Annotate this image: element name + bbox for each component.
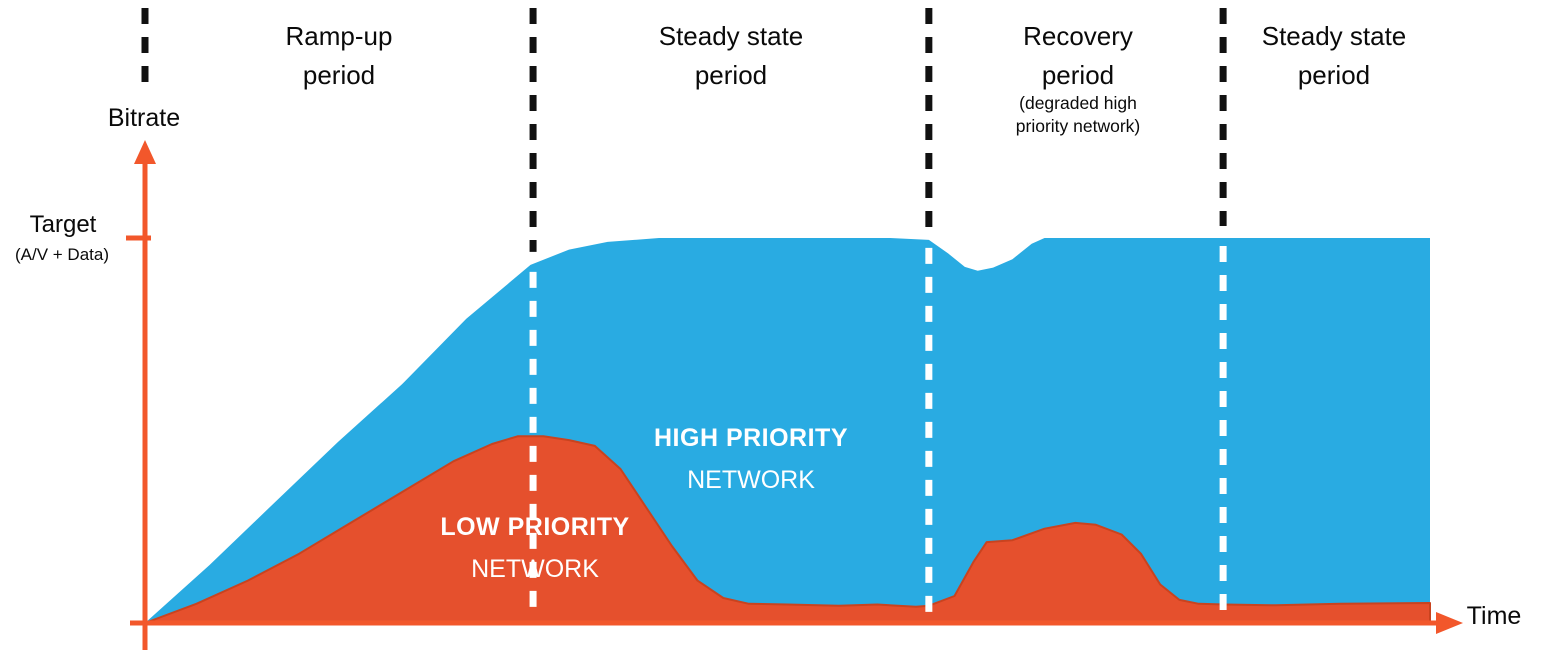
- high-priority-network-label: HIGH PRIORITY NETWORK: [654, 417, 848, 501]
- low-priority-network-label-line2: NETWORK: [471, 555, 599, 583]
- period-label-recovery: Recovery period: [1023, 21, 1133, 90]
- period-sublabel-recovery: (degraded high priority network): [1015, 93, 1141, 136]
- low-priority-network-label-line1: LOW PRIORITY: [440, 513, 630, 541]
- target-label: Target: [29, 211, 97, 238]
- period-label-steady-state-1: Steady state period: [658, 21, 804, 90]
- high-priority-network-label-line1: HIGH PRIORITY: [653, 424, 849, 452]
- period-label-steady-state-2: Steady state period: [1261, 21, 1407, 90]
- y-axis-label: Bitrate: [107, 104, 181, 132]
- low-priority-network-label: LOW PRIORITY NETWORK: [440, 506, 629, 590]
- target-sublabel: (A/V + Data): [14, 245, 110, 264]
- high-priority-network-label-line2: NETWORK: [687, 466, 815, 494]
- x-axis-label: Time: [1466, 602, 1522, 630]
- period-label-ramp-up: Ramp-up period: [285, 21, 393, 90]
